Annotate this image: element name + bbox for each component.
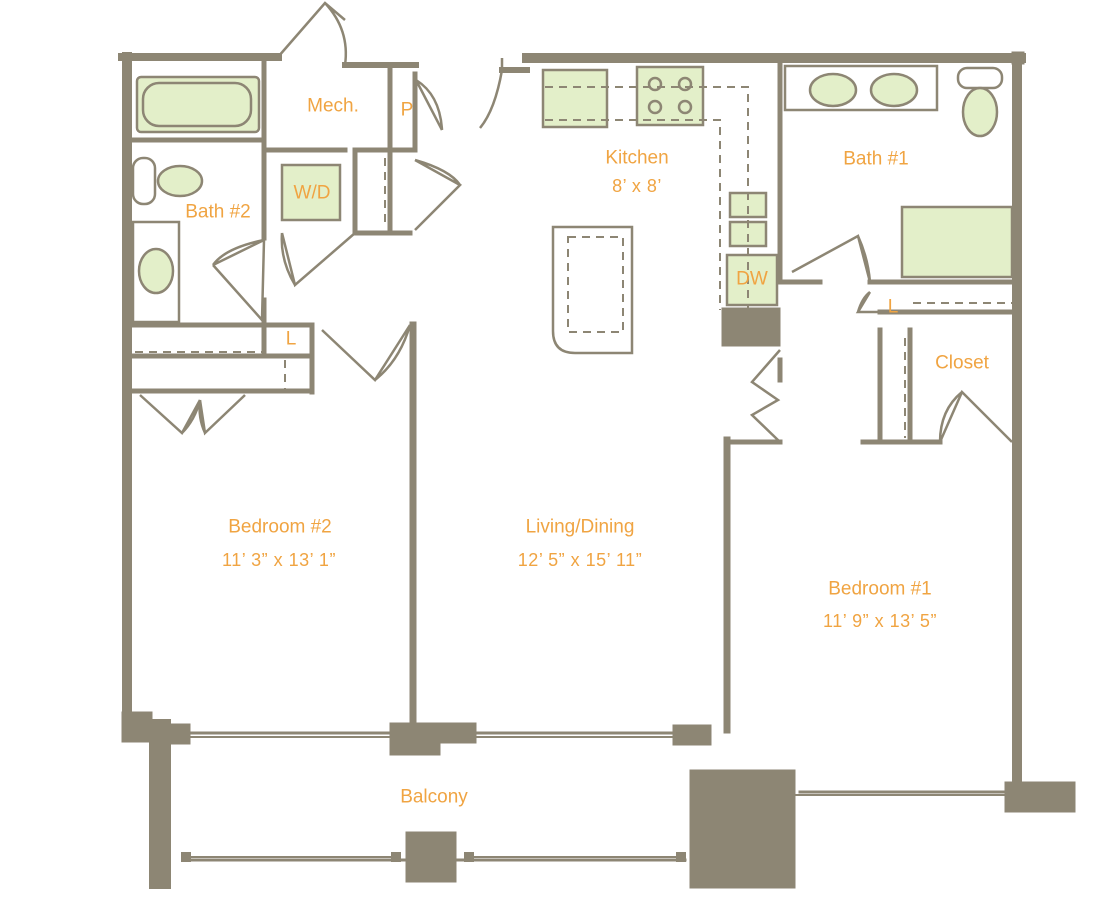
column-bedroom2-corner (121, 711, 153, 743)
dishwasher (725, 253, 779, 307)
label-bedroom2-dims: 11’ 3” x 13’ 1” (222, 550, 336, 570)
label-bedroom2: Bedroom #2 (228, 516, 332, 538)
counter-upper (545, 86, 749, 310)
door-bath2 (211, 237, 266, 324)
island-inner (567, 236, 624, 333)
dashed-lines (135, 86, 1012, 438)
label-linen1: L (887, 296, 899, 318)
sink-bath1-a (808, 72, 858, 108)
burner-1 (647, 76, 663, 92)
door-bedroom2 (321, 324, 412, 382)
door-closet1 (938, 389, 1013, 443)
bathtub-inner (141, 81, 253, 128)
door-mech (277, 1, 347, 66)
label-balcony: Balcony (400, 786, 468, 808)
label-kitchen: Kitchen (605, 147, 669, 169)
door-linen1 (855, 291, 880, 314)
burner-3 (647, 99, 663, 115)
column-right (672, 724, 712, 746)
balcony-post-c (464, 852, 474, 862)
column-balcony-right (689, 769, 796, 889)
label-kitchen-dims: 8’ x 8’ (612, 176, 662, 196)
door-entry (479, 58, 504, 129)
toilet-bath2-tank (131, 156, 157, 206)
door-bath1 (791, 234, 872, 283)
label-mech: Mech. (307, 95, 359, 117)
label-living-dining-dims: 12’ 5” x 15’ 11” (517, 550, 643, 570)
glazing (181, 736, 1005, 862)
walls (118, 51, 1076, 889)
sink-bath1-b (869, 72, 919, 108)
fixtures (131, 64, 1014, 355)
label-bedroom1: Bedroom #1 (828, 578, 932, 600)
balcony-post-b (391, 852, 401, 862)
column-middle-2 (437, 722, 477, 744)
fridge (541, 68, 609, 129)
washer-dryer (280, 163, 342, 222)
door-closet2-b (198, 394, 246, 436)
column-balcony-left (149, 723, 191, 745)
column-kitchen (721, 307, 781, 347)
burner-4 (677, 99, 693, 115)
sink-bath2 (137, 247, 175, 295)
label-bath2: Bath #2 (185, 201, 251, 223)
door-closet2-a (139, 394, 202, 435)
column-balcony-center (405, 831, 457, 883)
door-closet-hall (414, 158, 463, 231)
label-dishwasher: DW (736, 268, 768, 290)
door-wd (280, 232, 356, 288)
toilet-bath1-bowl (961, 86, 999, 138)
column-far-right (1004, 781, 1076, 813)
balcony-post-a (181, 852, 191, 862)
label-closet: Closet (935, 352, 989, 374)
label-pantry: P (400, 99, 414, 121)
balcony-post-d (676, 852, 686, 862)
shower (900, 205, 1014, 279)
label-bedroom1-dims: 11’ 9” x 13’ 5” (823, 611, 937, 631)
column-middle (389, 722, 441, 756)
counter-lower (545, 119, 721, 310)
doors (139, 1, 1013, 443)
toilet-bath2-bowl (156, 164, 204, 198)
door-pantry (414, 78, 444, 131)
column-upper-right-corner (1011, 51, 1025, 65)
label-bath1: Bath #1 (843, 148, 909, 170)
cooktop (635, 65, 705, 127)
toilet-bath1-tank (956, 66, 1004, 90)
burner-2 (677, 76, 693, 92)
label-linen2: L (285, 328, 297, 350)
door-pocket-kitchen (749, 349, 781, 443)
label-living-dining: Living/Dining (525, 516, 635, 538)
island (551, 225, 634, 355)
label-washer-dryer: W/D (293, 182, 331, 204)
